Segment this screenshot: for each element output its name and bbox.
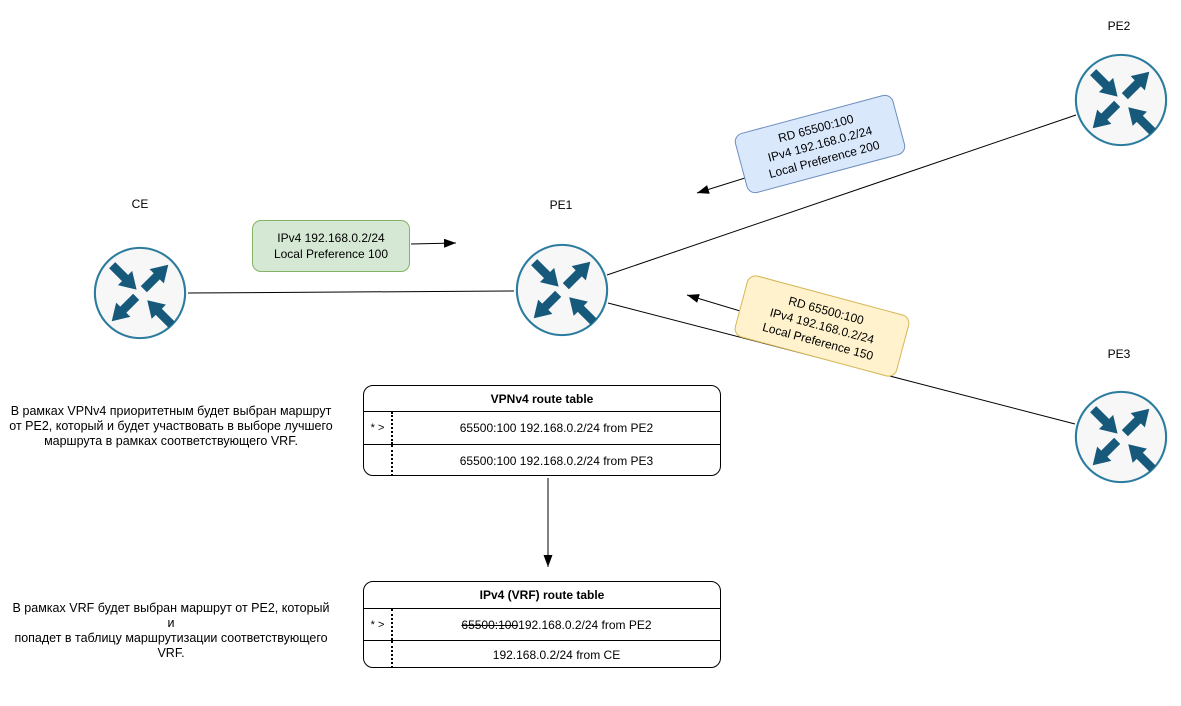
note-line: В рамках VPNv4 приоритетным будет выбран…: [10, 404, 332, 418]
router-label-ce: CE: [131, 197, 149, 211]
route-label-ce-to-pe1: IPv4 192.168.0.2/24 Local Preference 100: [252, 220, 410, 272]
router-icon: [1073, 52, 1169, 148]
router-icon: [92, 245, 188, 341]
link-pe1-pe2: [606, 114, 1077, 276]
route-entry: 192.168.0.2/24 from CE: [391, 641, 720, 667]
route-label-line: IPv4 192.168.0.2/24: [277, 231, 385, 245]
router-ce: [92, 245, 188, 341]
best-route-marker: [364, 641, 391, 667]
router-icon: [1073, 389, 1169, 485]
route-label-line: Local Preference 100: [273, 247, 389, 261]
note-vpnv4: В рамках VPNv4 приоритетным будет выбран…: [8, 404, 334, 449]
best-route-marker: * >: [370, 618, 385, 631]
router-label-pe3: PE3: [1107, 347, 1131, 361]
strikethrough-rd: 65500:100: [461, 617, 519, 632]
note-vrf: В рамках VRF будет выбран маршрут от PE2…: [8, 601, 334, 661]
router-pe3: [1073, 389, 1169, 485]
table-row: * > 65500:100 192.168.0.2/24 from PE2: [364, 412, 720, 445]
route-entry-text: 192.168.0.2/24 from PE2: [518, 617, 652, 632]
note-line: от PE2, который и будет участвовать в вы…: [9, 419, 333, 433]
link-ce-pe1: [187, 290, 515, 294]
router-pe1: [514, 242, 610, 338]
advert-arrow-ce-pe1: [410, 238, 457, 248]
best-route-marker: * >: [370, 422, 385, 434]
note-line: В рамках VRF будет выбран маршрут от PE2…: [12, 601, 330, 630]
note-line: маршрута в рамках соответствующего VRF.: [44, 434, 298, 448]
route-entry: 65500:100 192.168.0.2/24 from PE3: [391, 445, 720, 475]
note-line: VRF.: [157, 646, 185, 660]
table-title: VPNv4 route table: [364, 386, 720, 412]
table-title: IPv4 (VRF) route table: [364, 582, 720, 609]
router-pe2: [1073, 52, 1169, 148]
table-row: * > 65500:100 192.168.0.2/24 from PE2: [364, 609, 720, 641]
note-line: попадет в таблицу маршрутизации соответс…: [14, 631, 328, 645]
route-entry: 65500:100 192.168.0.2/24 from PE2: [391, 412, 720, 444]
router-icon: [514, 242, 610, 338]
best-route-marker: [364, 445, 391, 475]
vrf-route-table: IPv4 (VRF) route table * > 65500:100 192…: [363, 581, 721, 668]
router-label-pe1: PE1: [549, 198, 573, 212]
table-row: 65500:100 192.168.0.2/24 from PE3: [364, 445, 720, 475]
table-row: 192.168.0.2/24 from CE: [364, 641, 720, 667]
vpnv4-route-table: VPNv4 route table * > 65500:100 192.168.…: [363, 385, 721, 476]
router-label-pe2: PE2: [1107, 19, 1131, 33]
route-entry: 65500:100 192.168.0.2/24 from PE2: [391, 609, 720, 640]
